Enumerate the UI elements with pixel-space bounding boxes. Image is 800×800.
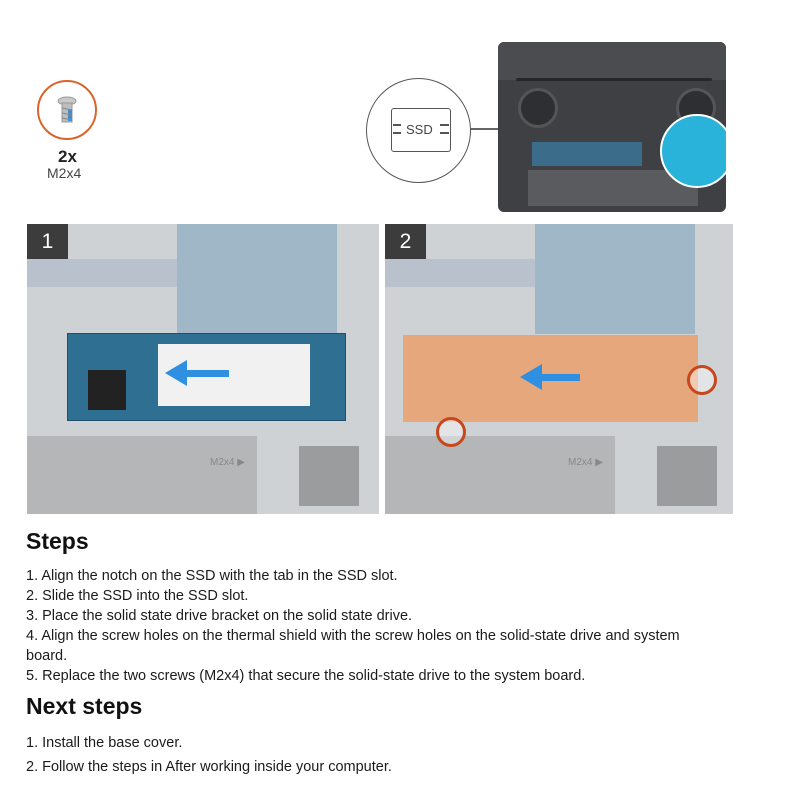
step-item: 2. Slide the SSD into the SSD slot. xyxy=(26,588,249,604)
screw-location-ring xyxy=(436,417,466,447)
step-item: 4. Align the screw holes on the thermal … xyxy=(26,628,680,664)
cable-bg xyxy=(27,259,177,287)
laptop-overview-image xyxy=(498,42,726,212)
laptop-hinge xyxy=(498,42,726,80)
steps-heading: Steps xyxy=(26,528,89,554)
next-steps-list: 1. Install the base cover. 2. Follow the… xyxy=(26,731,726,779)
panel-number: 2 xyxy=(385,224,426,259)
step-panel-2: 2 M2x4 ▶ xyxy=(385,224,733,514)
system-board xyxy=(532,142,642,166)
ssd-card xyxy=(67,333,346,421)
steps-list: 1. Align the notch on the SSD with the t… xyxy=(26,566,726,686)
fan-left xyxy=(518,88,558,128)
step-item: 5. Replace the two screws (M2x4) that se… xyxy=(26,668,586,684)
screw-callout xyxy=(37,80,97,140)
next-step-item: 2. Follow the steps in After working ins… xyxy=(26,759,392,775)
board-bg xyxy=(535,224,695,334)
speaker-bg xyxy=(657,446,717,506)
screw-icon xyxy=(57,96,77,123)
next-step-item: 1. Install the base cover. xyxy=(26,735,183,751)
panel-screw-label: M2x4 ▶ xyxy=(568,457,603,468)
laptop-vent xyxy=(516,78,712,81)
ssd-icon-line xyxy=(440,132,449,134)
step-panel-1: 1 M2x4 ▶ xyxy=(27,224,379,514)
ssd-icon-line xyxy=(393,132,401,134)
ssd-callout-label: SSD xyxy=(404,122,435,137)
speaker-bg xyxy=(299,446,359,506)
ssd-icon-line xyxy=(440,124,449,126)
panel-screw-label: M2x4 ▶ xyxy=(210,457,245,468)
screw-size: M2x4 xyxy=(47,165,82,181)
screw-location-ring xyxy=(687,365,717,395)
step-item: 1. Align the notch on the SSD with the t… xyxy=(26,568,398,584)
ssd-location-highlight xyxy=(660,114,726,188)
battery-bg xyxy=(385,436,615,514)
screw-quantity: 2x xyxy=(58,147,77,166)
ssd-icon xyxy=(391,108,451,152)
step-item: 3. Place the solid state drive bracket o… xyxy=(26,608,413,624)
ssd-chip xyxy=(88,370,126,410)
ssd-icon-line xyxy=(393,124,401,126)
next-steps-heading: Next steps xyxy=(26,693,143,719)
cable-bg xyxy=(385,259,535,287)
board-bg xyxy=(177,224,337,334)
panel-number: 1 xyxy=(27,224,68,259)
battery-bg xyxy=(27,436,257,514)
